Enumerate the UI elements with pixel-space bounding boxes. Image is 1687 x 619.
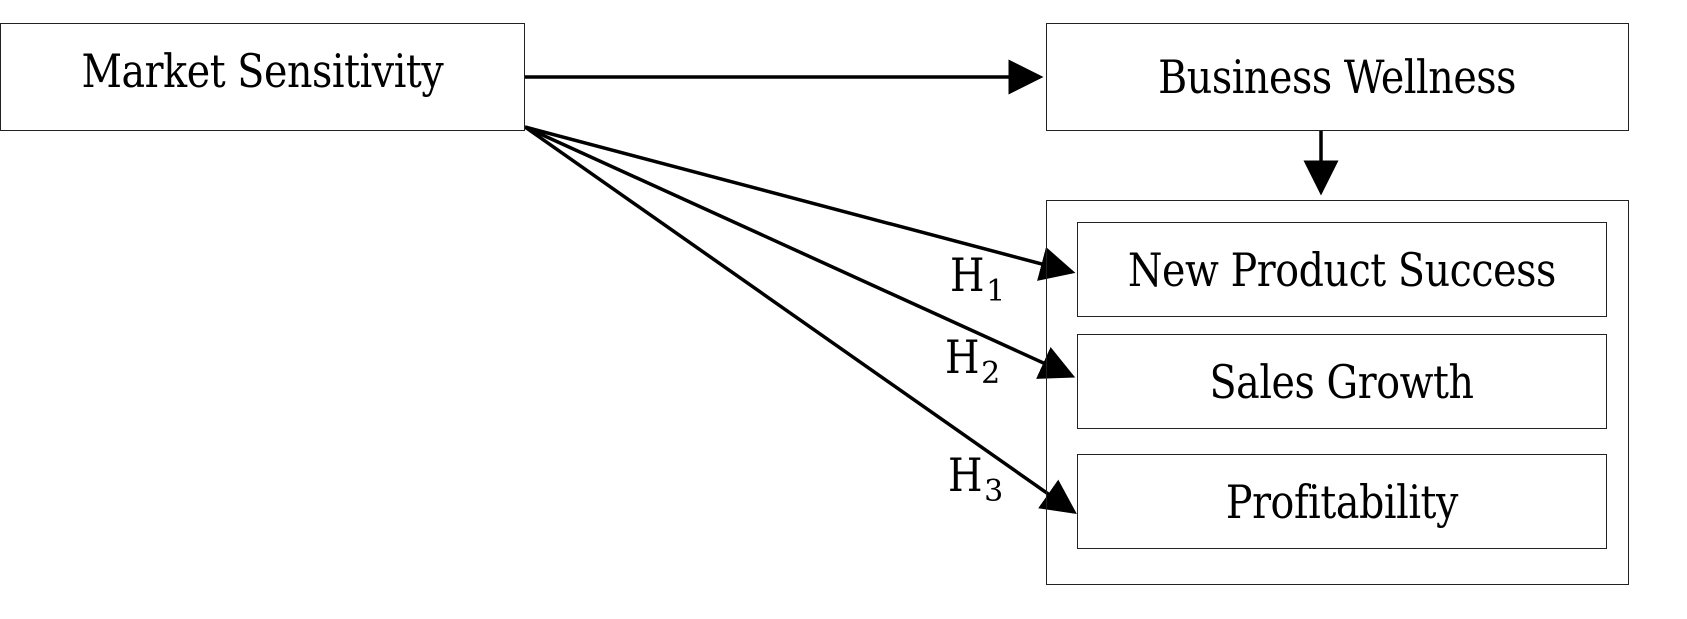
hypothesis-1-label: H1 <box>950 248 1006 309</box>
outcomes-group-box <box>1046 200 1629 585</box>
new-product-success-label: New Product Success <box>1128 242 1556 297</box>
sales-growth-box: Sales Growth <box>1077 334 1607 429</box>
new-product-success-box: New Product Success <box>1077 222 1607 317</box>
market-sensitivity-box: Market Sensitivity <box>0 23 525 131</box>
profitability-label: Profitability <box>1225 474 1459 529</box>
profitability-box: Profitability <box>1077 454 1607 549</box>
hypothesis-1-number: 1 <box>986 274 1006 309</box>
arrow-h1-to-new-product-success <box>524 125 1076 281</box>
hypothesis-3-label: H3 <box>948 448 1004 509</box>
business-wellness-box: Business Wellness <box>1046 23 1629 131</box>
hypothesis-2-number: 2 <box>981 356 1001 391</box>
market-sensitivity-label: Market Sensitivity <box>81 44 444 98</box>
hypothesis-2-label: H2 <box>945 330 1001 391</box>
business-wellness-label: Business Wellness <box>1158 50 1517 104</box>
hypothesis-3-number: 3 <box>984 474 1004 509</box>
sales-growth-label: Sales Growth <box>1209 354 1475 409</box>
